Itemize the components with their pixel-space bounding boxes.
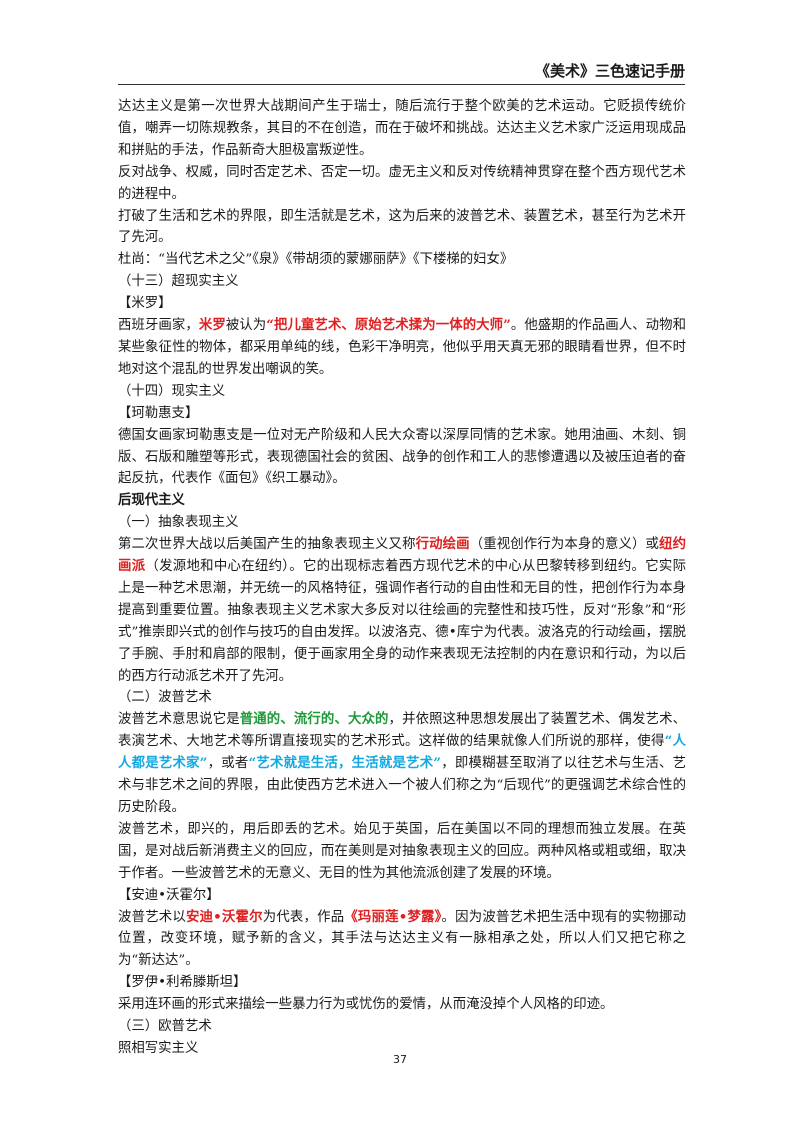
text-run: 采用连环画的形式来描绘一些暴力行为或忧伤的爱情，从而淹没掉个人风格的印迹。: [118, 997, 614, 1013]
text-run: 。他盛期的作品画人、动物和某些象征性的物体，都采用单纯的线，色彩干净明亮，他似乎…: [118, 318, 687, 377]
text-run: 德国女画家珂勒惠支是一位对无产阶级和人民大众寄以深厚同情的艺术家。她用油画、木刻…: [118, 427, 686, 487]
text-run: 西班牙画家，: [118, 318, 199, 334]
page-number: 37: [393, 1053, 407, 1066]
paragraph: 波普艺术意思说它是普通的、流行的、大众的，并依照这种思想发展出了装置艺术、偶发艺…: [118, 709, 686, 819]
text-run: 【米罗】: [118, 296, 172, 312]
paragraph: （三）欧普艺术: [118, 1016, 686, 1038]
text-run: ，或者: [207, 756, 249, 772]
highlighted-text: 《玛丽莲•梦露》: [344, 908, 442, 925]
text-run: 杜尚：“当代艺术之父”《泉》《带胡须的蒙娜丽萨》《下楼梯的妇女》: [118, 252, 514, 268]
text-run: 反对战争、权威，同时否定艺术、否定一切。虚无主义和反对传统精神贯穿在整个西方现代…: [118, 164, 686, 202]
highlighted-text: 米罗: [198, 317, 226, 334]
text-run: （十四）现实主义: [118, 383, 226, 399]
header-title: 《美术》三色速记手册: [534, 62, 685, 80]
page-header: 《美术》三色速记手册: [118, 52, 685, 85]
text-run: 。因为波普艺术把生活中现有的实物挪动位置，改变环境，赋予新的含义，其手法与达达主…: [118, 909, 687, 969]
paragraph: 后现代主义: [118, 490, 686, 512]
highlighted-text: “人人都是艺术家”: [118, 733, 687, 772]
text-run: （一）抽象表现主义: [118, 515, 239, 531]
document-body: 达达主义是第一次世界大战期间产生于瑞士，随后流行于整个欧美的艺术运动。它贬损传统…: [118, 96, 686, 1060]
text-run: 达达主义是第一次世界大战期间产生于瑞士，随后流行于整个欧美的艺术运动。它贬损传统…: [118, 99, 686, 158]
text-run: （十三）超现实主义: [118, 274, 239, 290]
paragraph: 达达主义是第一次世界大战期间产生于瑞士，随后流行于整个欧美的艺术运动。它贬损传统…: [118, 96, 686, 162]
paragraph: 西班牙画家，米罗被认为“把儿童艺术、原始艺术揉为一体的大师”。他盛期的作品画人、…: [118, 315, 686, 381]
text-run: （二）波普艺术: [118, 690, 212, 706]
paragraph: 【罗伊•利希滕斯坦】: [118, 972, 686, 994]
text-run: 波普艺术，即兴的，用后即丢的艺术。始见于英国，后在美国以不同的理想而独立发展。在…: [118, 821, 686, 881]
paragraph: 照相写实主义: [118, 1038, 686, 1060]
paragraph: 采用连环画的形式来描绘一些暴力行为或忧伤的爱情，从而淹没掉个人风格的印迹。: [118, 994, 686, 1016]
text-run: 被认为: [225, 318, 267, 334]
text-run: 打破了生活和艺术的界限，即生活就是艺术，这为后来的波普艺术、装置艺术，甚至行为艺…: [118, 208, 686, 246]
highlighted-text: “把儿童艺术、原始艺术揉为一体的大师”: [266, 317, 511, 334]
text-run: （发源地和中心在纽约）。它的出现标志着西方现代艺术的中心从巴黎转移到纽约。它实际…: [118, 559, 686, 684]
paragraph: （十三）超现实主义: [118, 271, 686, 293]
paragraph: （二）波普艺术: [118, 687, 686, 709]
text-run: 【安迪•沃霍尔】: [118, 887, 220, 903]
text-run: 第二次世界大战以后美国产生的抽象表现主义又称: [118, 537, 416, 553]
highlighted-text: 纽约画派: [118, 536, 687, 575]
paragraph: 打破了生活和艺术的界限，即生活就是艺术，这为后来的波普艺术、装置艺术，甚至行为艺…: [118, 206, 686, 250]
text-run: 波普艺术意思说它是: [118, 712, 240, 728]
text-run: （重视创作行为本身的意义）或: [469, 537, 660, 553]
text-run: 【珂勒惠支】: [118, 405, 199, 421]
paragraph: 第二次世界大战以后美国产生的抽象表现主义又称行动绘画（重视创作行为本身的意义）或…: [118, 534, 686, 687]
text-run: （三）欧普艺术: [118, 1019, 212, 1035]
paragraph: 杜尚：“当代艺术之父”《泉》《带胡须的蒙娜丽萨》《下楼梯的妇女》: [118, 249, 686, 271]
paragraph: 波普艺术，即兴的，用后即丢的艺术。始见于英国，后在美国以不同的理想而独立发展。在…: [118, 819, 686, 885]
paragraph: 波普艺术以安迪•沃霍尔为代表，作品《玛丽莲•梦露》。因为波普艺术把生活中现有的实…: [118, 907, 686, 973]
text-run: ，并依照这种思想发展出了装置艺术、偶发艺术、表演艺术、大地艺术等所谓直接现实的艺…: [118, 712, 687, 750]
paragraph: 德国女画家珂勒惠支是一位对无产阶级和人民大众寄以深厚同情的艺术家。她用油画、木刻…: [118, 425, 686, 491]
text-run: 【罗伊•利希滕斯坦】: [118, 975, 247, 991]
paragraph: 【珂勒惠支】: [118, 403, 686, 425]
highlighted-text: 普通的、流行的、大众的: [239, 711, 389, 728]
paragraph: 【安迪•沃霍尔】: [118, 885, 686, 907]
highlighted-text: 后现代主义: [118, 493, 185, 509]
paragraph: （一）抽象表现主义: [118, 512, 686, 534]
text-run: 为代表，作品: [262, 909, 345, 925]
text-run: 照相写实主义: [118, 1040, 199, 1056]
paragraph: 反对战争、权威，同时否定艺术、否定一切。虚无主义和反对传统精神贯穿在整个西方现代…: [118, 162, 686, 206]
highlighted-text: 行动绘画: [415, 536, 470, 553]
text-run: ，即模糊甚至取消了以往艺术与生活、艺术与非艺术之间的界限，由此使西方艺术进入一个…: [118, 756, 687, 815]
highlighted-text: “艺术就是生活，生活就是艺术”: [248, 755, 442, 772]
text-run: 波普艺术以: [118, 909, 186, 925]
paragraph: 【米罗】: [118, 293, 686, 315]
paragraph: （十四）现实主义: [118, 381, 686, 403]
highlighted-text: 安迪•沃霍尔: [185, 908, 263, 925]
